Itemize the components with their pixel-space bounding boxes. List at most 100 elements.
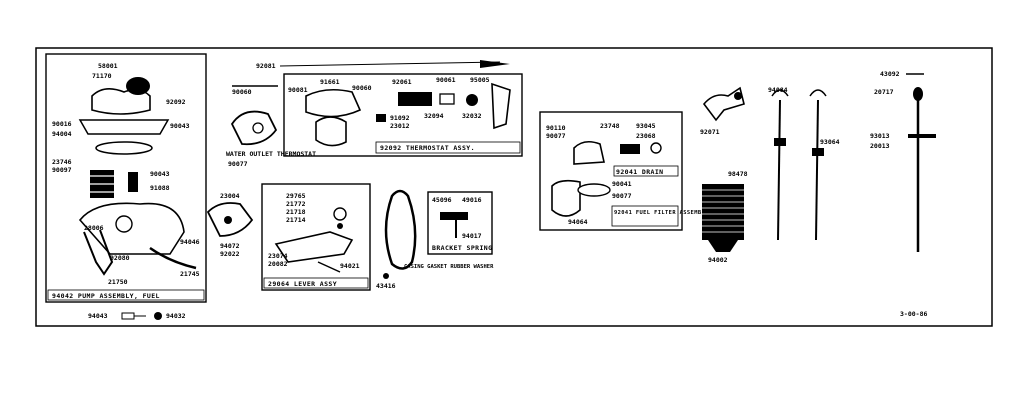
- part-label: 98478: [728, 170, 748, 178]
- part-label: 28006: [84, 224, 104, 232]
- pump-diaphragm: [78, 119, 170, 135]
- part-label: 90097: [52, 166, 72, 174]
- pump-top-dome: [126, 77, 150, 95]
- part-label: 90061: [436, 76, 456, 84]
- part-label: 90060: [232, 88, 252, 96]
- bracket-box: [427, 191, 493, 255]
- outer-frame: [35, 47, 993, 327]
- part-label: 58001: [98, 62, 118, 70]
- fuel-filter-caption: 92041 FUEL FILTER ASSEMBLY: [614, 210, 709, 216]
- thermostat-housing: [230, 110, 278, 146]
- part-label: 23746: [52, 158, 72, 166]
- gasket-loop: [384, 189, 417, 270]
- part-label: 94084: [768, 86, 788, 94]
- part-label: 21745: [180, 270, 200, 278]
- part-label: 45096: [432, 196, 452, 204]
- pump-disc: [95, 141, 153, 155]
- part-label: 90110: [546, 124, 566, 132]
- part-label: 93013: [870, 132, 890, 140]
- part-label: 23748: [600, 122, 620, 130]
- bottom-ref-right: 94032: [166, 312, 186, 320]
- part-label: 43416: [376, 282, 396, 290]
- thermostat-box: [283, 73, 523, 157]
- part-label: 21772: [286, 200, 306, 208]
- part-label: 21750: [108, 278, 128, 286]
- bottom-reference: 94043 94032: [88, 312, 186, 320]
- part-label: 92092: [166, 98, 186, 106]
- part-label: 49016: [462, 196, 482, 204]
- loose-parts-group: 92071 98478 94002 94084 93064 43092 2071…: [700, 70, 936, 264]
- fuel-filter-box: [539, 111, 683, 231]
- part-label: 90060: [352, 84, 372, 92]
- part-label: 23012: [390, 122, 410, 130]
- lever-assy-group: 29765 21772 21718 21714 23074 20082 9402…: [261, 183, 371, 291]
- part-label: 23004: [220, 192, 240, 200]
- cover-group: 23004 94072 92022 90077: [206, 160, 254, 258]
- pump-lower-body: [78, 202, 185, 255]
- part-label: 23074: [268, 252, 288, 260]
- part-label: WATER OUTLET THERMOSTAT: [226, 150, 316, 158]
- part-label: 93045: [636, 122, 656, 130]
- bracket-group: 45096 49016 94017 BRACKET SPRING: [427, 191, 493, 255]
- part-label: 91661: [320, 78, 340, 86]
- pump-lever: [83, 229, 114, 276]
- part-label: 90077: [228, 160, 248, 168]
- part-label: 93064: [820, 138, 840, 146]
- part-label: 94004: [52, 130, 72, 138]
- lever-assy-box: [261, 183, 371, 291]
- thermostat-caption: 92092 THERMOSTAT ASSY.: [380, 144, 475, 152]
- part-label: 90043: [170, 122, 190, 130]
- cable-2: [815, 99, 819, 241]
- part-label: 92022: [220, 250, 240, 258]
- part-label: 29765: [286, 192, 306, 200]
- gasket-caption: CASING GASKET RUBBER WASHER: [404, 264, 494, 270]
- part-label: 94046: [180, 238, 200, 246]
- part-label: 94064: [568, 218, 588, 226]
- part-label: 94017: [462, 232, 482, 240]
- part-label: 92080: [110, 254, 130, 262]
- fuel-pump-group: 94042 PUMP ASSEMBLY, FUEL 58001 71170 92…: [45, 53, 207, 303]
- part-label: 92061: [392, 78, 412, 86]
- part-label: 71170: [92, 72, 112, 80]
- part-label: 90016: [52, 120, 72, 128]
- part-label: 90041: [612, 180, 632, 188]
- part-label: 90077: [612, 192, 632, 200]
- gasket-group: 43416 CASING GASKET RUBBER WASHER: [376, 189, 494, 290]
- part-label: 90043: [150, 170, 170, 178]
- part-label: 92071: [700, 128, 720, 136]
- part-label: 90081: [288, 86, 308, 94]
- bracket-caption: BRACKET SPRING: [432, 244, 492, 252]
- part-label: 95005: [470, 76, 490, 84]
- part-label: 43092: [880, 70, 900, 78]
- lever-caption-bar: [263, 277, 369, 289]
- part-label: 20013: [870, 142, 890, 150]
- part-label: 90077: [546, 132, 566, 140]
- filter-element: [702, 184, 744, 240]
- part-label: 21714: [286, 216, 306, 224]
- part-label: 32032: [462, 112, 482, 120]
- pump-arm: [149, 246, 197, 270]
- fuel-filter-group: 90110 90077 23748 93045 23068 90041 9007…: [539, 111, 709, 231]
- part-label: 91088: [150, 184, 170, 192]
- diagram-ref-code: 3-00-86: [900, 310, 927, 318]
- part-label: 20082: [268, 260, 288, 268]
- pump-bolt: [128, 172, 138, 192]
- bottom-ref-left: 94043: [88, 312, 108, 320]
- lever-caption: 29064 LEVER ASSY: [268, 280, 337, 288]
- part-label: 94021: [340, 262, 360, 270]
- fuel-pump-caption-bar: [47, 289, 205, 301]
- part-label: 23068: [636, 132, 656, 140]
- fuel-pump-box: [45, 53, 207, 303]
- thermostat-group: 92081 90060 WATER OUTLET THERMOSTAT 9008…: [226, 60, 523, 158]
- part-label: 91092: [390, 114, 410, 122]
- thermostat-caption-bar: [375, 141, 521, 154]
- part-label: 94002: [708, 256, 728, 264]
- fuel-filter-subcaption: 92041 DRAIN: [616, 168, 663, 176]
- fuel-pump-caption: 94042 PUMP ASSEMBLY, FUEL: [52, 292, 160, 300]
- part-label: 94072: [220, 242, 240, 250]
- part-label: 92081: [256, 62, 276, 70]
- part-label: 21718: [286, 208, 306, 216]
- part-label: 32094: [424, 112, 444, 120]
